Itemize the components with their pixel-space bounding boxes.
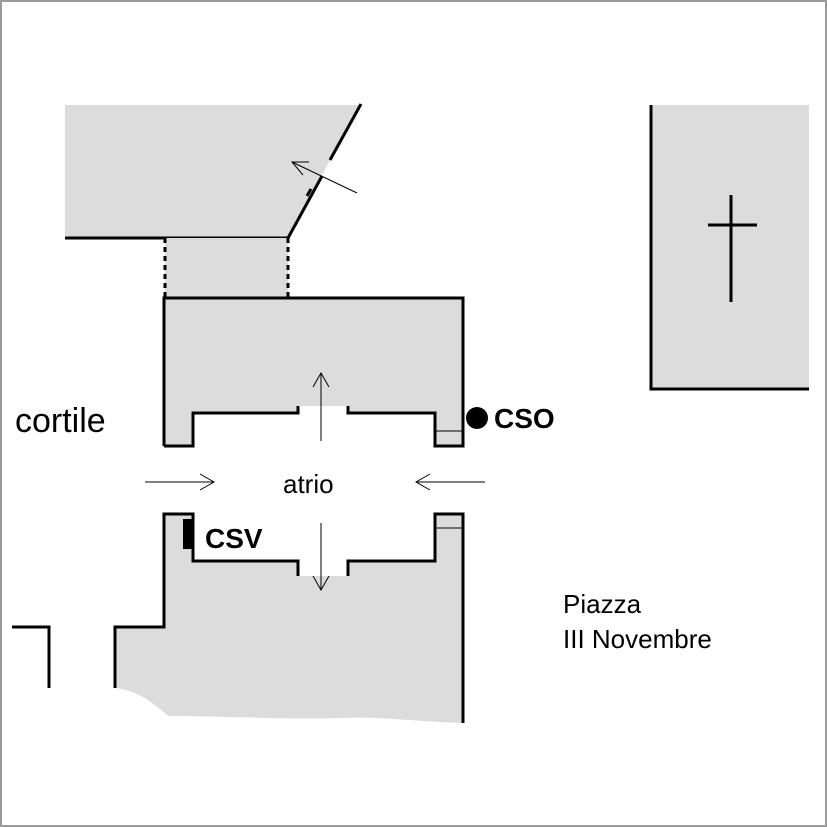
arrow-south xyxy=(312,523,330,592)
label-cso: CSO xyxy=(494,403,555,434)
label-piazza-line1: Piazza xyxy=(563,589,642,619)
label-csv: CSV xyxy=(205,523,263,554)
central-block-south xyxy=(113,512,465,723)
cso-marker xyxy=(466,407,488,429)
arrow-north xyxy=(312,371,330,441)
central-block-north xyxy=(162,296,465,448)
left-wall-fragment xyxy=(12,625,51,688)
upper-door-arrow xyxy=(290,161,358,194)
csv-marker xyxy=(183,519,192,549)
label-cortile: cortile xyxy=(15,402,106,440)
cross-icon xyxy=(708,195,757,302)
label-piazza-line2: III Novembre xyxy=(563,624,712,654)
connecting-passage xyxy=(163,238,290,298)
arrow-from-left xyxy=(145,473,216,491)
arrow-from-right xyxy=(414,473,485,491)
label-atrio: atrio xyxy=(283,469,334,499)
